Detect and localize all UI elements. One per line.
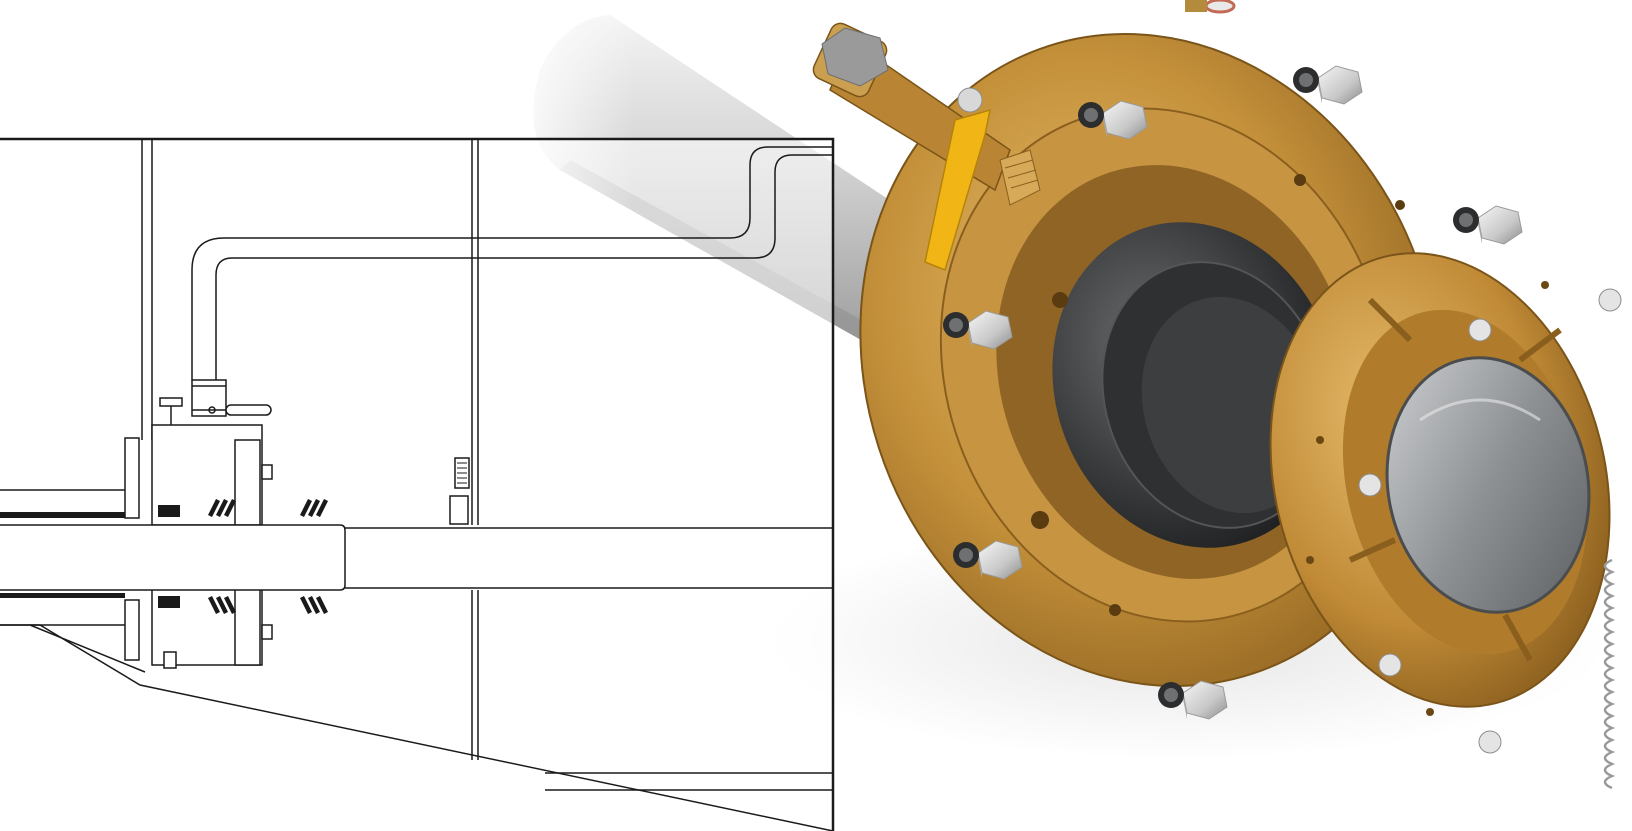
ball-valve-icon [812,22,1041,272]
front-flange [1269,252,1622,754]
spring-icon [1603,558,1616,790]
shaft-seal-section-drawing [0,137,835,831]
top-fittings [1185,0,1236,14]
housing-holes [1031,174,1405,616]
